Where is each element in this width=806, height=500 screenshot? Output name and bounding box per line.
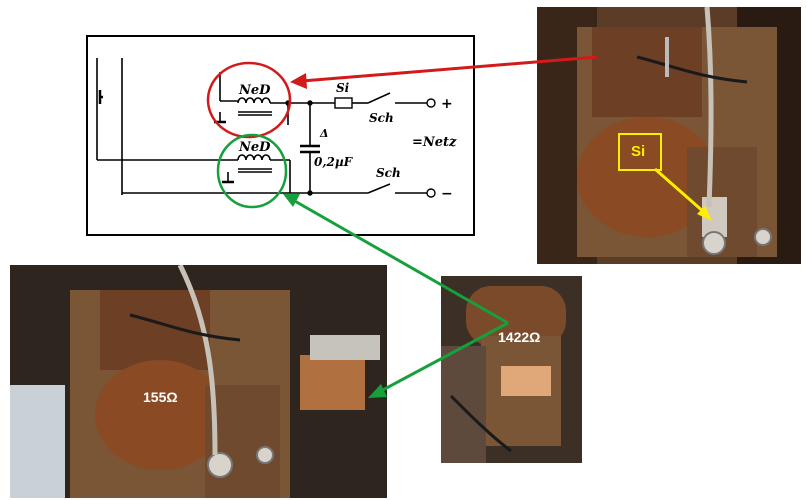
schematic-wires — [96, 58, 427, 195]
si-callout-arrow — [654, 167, 712, 221]
photo-top-right-art — [537, 7, 801, 264]
terminal-circles — [285, 98, 436, 198]
photo-bottom-right: 1422Ω — [441, 276, 582, 463]
coil-top-symbol — [237, 97, 272, 116]
si-callout-label: Si — [631, 143, 646, 160]
photo-bottom-left: 155Ω — [10, 265, 387, 498]
netz-label: =Netz — [412, 135, 457, 150]
resistance-label-1422: 1422Ω — [498, 329, 541, 345]
resistance-label-155: 155Ω — [143, 389, 178, 405]
capacitor-symbol — [300, 144, 320, 154]
coil-bottom-symbol — [237, 154, 272, 173]
photo-top-right: Si — [537, 7, 801, 264]
red-highlight-circle — [206, 61, 292, 139]
minus-terminal-label: − — [441, 186, 453, 202]
photo-bottom-left-art — [10, 265, 387, 498]
coil-label-top: NeD — [238, 83, 271, 98]
green-highlight-circle — [216, 133, 288, 209]
switch-label-bottom: Sch — [376, 166, 401, 180]
fuse-symbol — [334, 97, 353, 109]
red-arrow — [290, 55, 598, 89]
capacitor-mark: Δ — [319, 127, 329, 140]
schematic-frame — [86, 35, 475, 236]
photo-bottom-right-art — [441, 276, 582, 463]
capacitor-value: 0,2µF — [314, 155, 354, 169]
plus-terminal-label: + — [441, 96, 453, 112]
switch-label-top: Sch — [369, 111, 394, 125]
coil-label-bottom: NeD — [238, 140, 271, 155]
fuse-label: Si — [336, 81, 350, 95]
si-callout-box — [618, 133, 662, 171]
green-arrow — [283, 194, 509, 398]
